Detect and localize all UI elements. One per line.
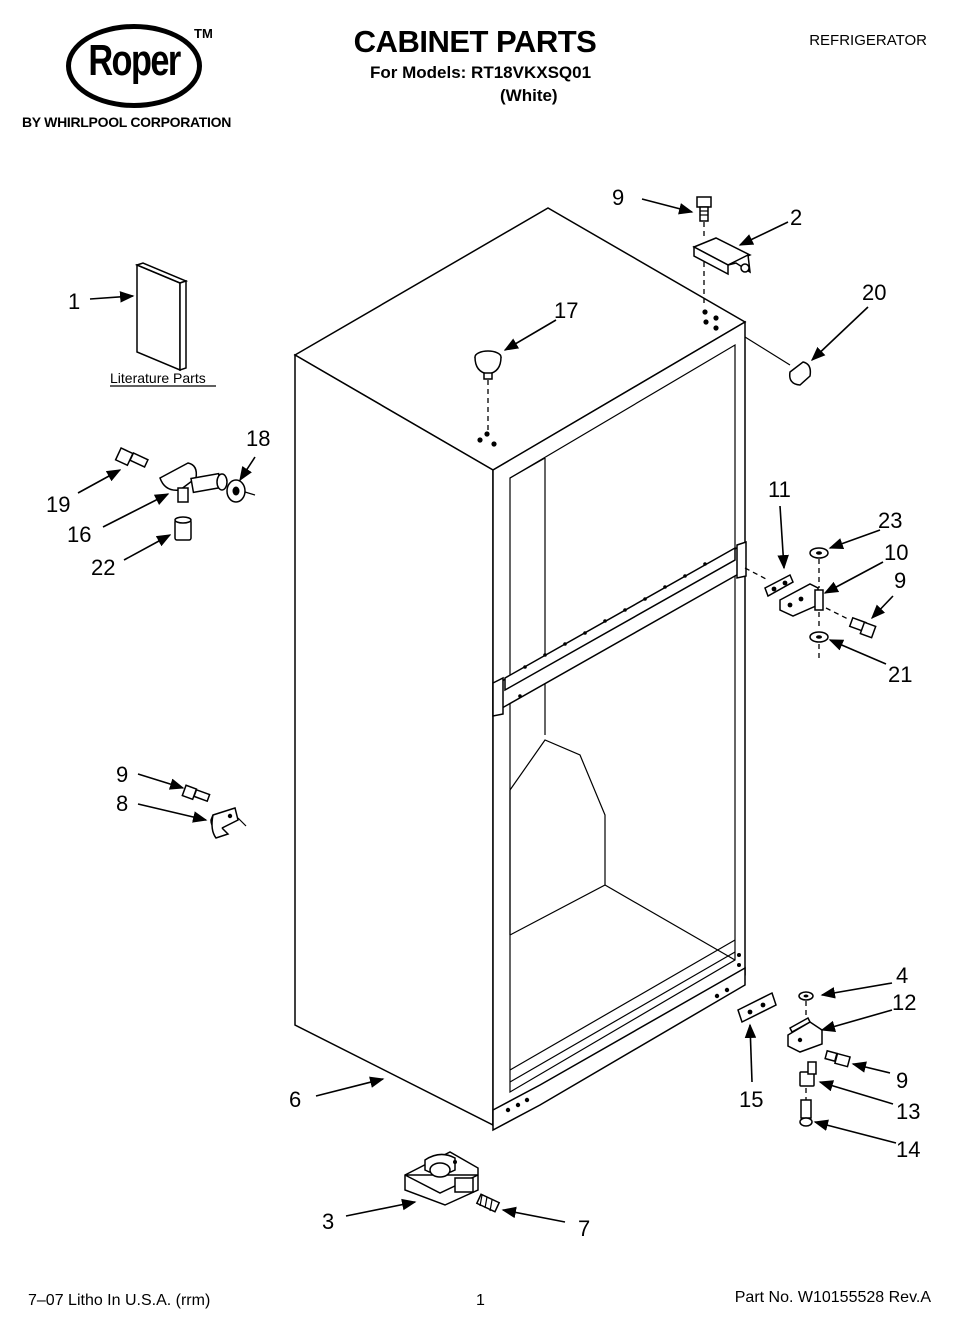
callout-16: 16 bbox=[67, 522, 91, 547]
callout-labels: 1 2 3 4 6 7 8 9 9 9 9 10 11 12 13 14 15 … bbox=[46, 185, 920, 1241]
page-number: 1 bbox=[476, 1292, 485, 1309]
brand-subtitle: BY WHIRLPOOL CORPORATION bbox=[22, 114, 232, 130]
callout-11: 11 bbox=[768, 477, 791, 502]
callout-20: 20 bbox=[862, 280, 886, 305]
callout-17: 17 bbox=[554, 298, 578, 323]
plug-button bbox=[474, 350, 502, 430]
leveling-screw bbox=[475, 1193, 501, 1213]
callout-9-bottom: 9 bbox=[896, 1068, 908, 1093]
callout-12: 12 bbox=[892, 990, 916, 1015]
callout-4: 4 bbox=[896, 963, 908, 988]
callout-6: 6 bbox=[289, 1087, 301, 1112]
litho-info: 7–07 Litho In U.S.A. (rrm) bbox=[28, 1292, 211, 1309]
screw-top bbox=[696, 196, 712, 305]
roper-logo: Roper bbox=[88, 36, 181, 85]
callout-10: 10 bbox=[884, 540, 908, 565]
callout-14: 14 bbox=[896, 1137, 920, 1162]
callout-19: 19 bbox=[46, 492, 70, 517]
center-hinge-assembly bbox=[744, 547, 877, 660]
part-number: Part No. W10155528 Rev.A bbox=[734, 1289, 931, 1306]
callout-9-top: 9 bbox=[612, 185, 624, 210]
roper-logo-oval bbox=[66, 24, 202, 108]
callout-7: 7 bbox=[578, 1216, 590, 1241]
callout-21: 21 bbox=[888, 662, 912, 687]
trademark-mark: TM bbox=[194, 26, 213, 41]
literature-parts-label: Literature Parts bbox=[110, 370, 206, 386]
callout-2: 2 bbox=[790, 205, 802, 230]
callout-1: 1 bbox=[68, 289, 80, 314]
callout-leaders bbox=[77, 198, 897, 1223]
callout-18: 18 bbox=[246, 426, 270, 451]
side-clip-assembly bbox=[181, 784, 247, 839]
callout-22: 22 bbox=[91, 555, 115, 580]
leveling-roller bbox=[404, 1151, 479, 1206]
model-number: For Models: RT18VKXSQ01 bbox=[370, 63, 592, 82]
callout-8: 8 bbox=[116, 791, 128, 816]
hinge-cover bbox=[744, 336, 812, 386]
cabinet-shell bbox=[293, 207, 747, 1132]
bottom-hinge-assembly bbox=[737, 991, 851, 1127]
callout-23: 23 bbox=[878, 508, 902, 533]
top-bracket bbox=[692, 237, 752, 276]
callout-9-side: 9 bbox=[116, 762, 128, 787]
callout-15: 15 bbox=[739, 1087, 763, 1112]
center-mullion-rail bbox=[492, 540, 747, 717]
callout-9-center: 9 bbox=[894, 568, 906, 593]
product-category: REFRIGERATOR bbox=[809, 32, 927, 49]
hinge-pin-assembly bbox=[114, 447, 256, 541]
page-title: CABINET PARTS bbox=[353, 24, 597, 59]
literature-booklet bbox=[134, 262, 189, 372]
callout-13: 13 bbox=[896, 1099, 920, 1124]
model-color: (White) bbox=[500, 86, 558, 105]
callout-3: 3 bbox=[322, 1209, 334, 1234]
